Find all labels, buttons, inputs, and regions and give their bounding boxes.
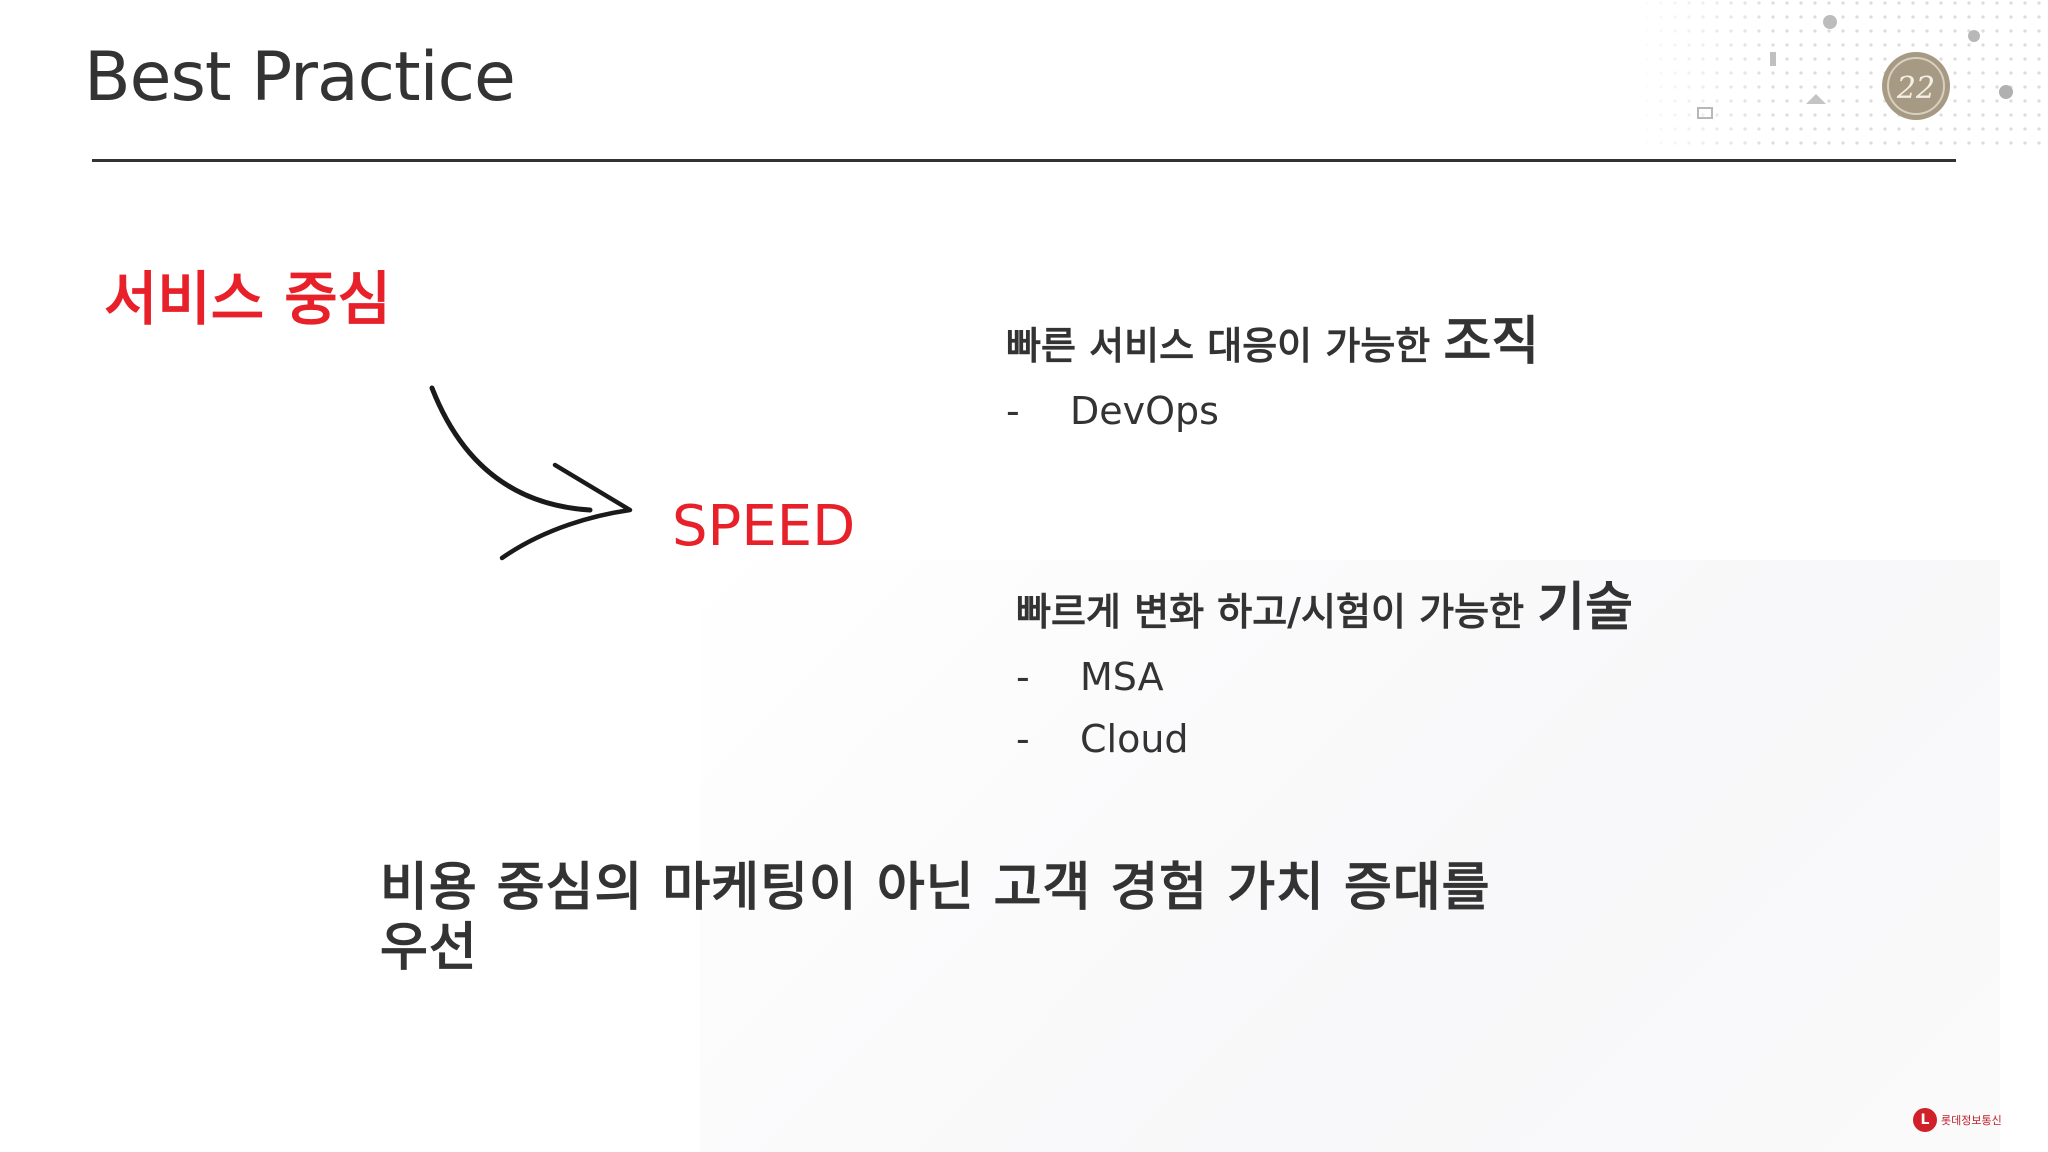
technology-heading: 빠르게 변화 하고/시험이 가능한 기술 xyxy=(1016,582,1633,634)
gear-icon xyxy=(1823,15,1837,29)
organization-heading-emphasis: 조직 xyxy=(1443,312,1540,372)
company-logo: L 롯데정보통신 xyxy=(1913,1108,2002,1132)
bullet-dash: - xyxy=(1016,717,1030,761)
cloud-icon xyxy=(1806,94,1826,104)
dot-icon xyxy=(1968,30,1980,42)
list-item: - DevOps xyxy=(1006,392,1539,430)
organization-heading-text: 빠른 서비스 대응이 가능한 xyxy=(1006,324,1431,368)
curved-arrow-icon xyxy=(429,385,633,561)
service-heading: 서비스 중심 xyxy=(104,265,391,333)
anniversary-badge xyxy=(1882,52,1950,120)
list-item-label: MSA xyxy=(1080,655,1164,699)
conclusion-line-1: 비용 중심의 마케팅이 아닌 고객 경험 가치 증대를 xyxy=(380,858,1491,918)
technology-block: 빠르게 변화 하고/시험이 가능한 기술 - MSA - Cloud xyxy=(1016,582,1633,758)
technology-heading-text: 빠르게 변화 하고/시험이 가능한 xyxy=(1016,590,1525,634)
list-item-label: DevOps xyxy=(1070,389,1219,433)
logo-text: 롯데정보통신 xyxy=(1941,1114,2002,1127)
list-item-label: Cloud xyxy=(1080,717,1189,761)
badge-number: 22 xyxy=(1896,71,1935,106)
title-divider xyxy=(92,159,1956,162)
speed-label: SPEED xyxy=(672,494,856,559)
bullet-dash: - xyxy=(1006,389,1020,433)
conclusion-line-2: 우선 xyxy=(380,918,478,978)
organization-block: 빠른 서비스 대응이 가능한 조직 - DevOps xyxy=(1006,316,1539,430)
technology-heading-emphasis: 기술 xyxy=(1537,578,1633,638)
monitor-icon xyxy=(1697,107,1713,119)
bar-icon xyxy=(1770,52,1776,66)
bullet-dash: - xyxy=(1016,655,1030,699)
list-item: - Cloud xyxy=(1016,720,1633,758)
background-fade xyxy=(700,560,2000,1152)
organization-heading: 빠른 서비스 대응이 가능한 조직 xyxy=(1006,316,1539,368)
conclusion-statement: 비용 중심의 마케팅이 아닌 고객 경험 가치 증대를 우선 xyxy=(380,858,1640,978)
logo-mark-icon: L xyxy=(1913,1108,1937,1132)
slide-title: Best Practice xyxy=(84,38,516,117)
list-item: - MSA xyxy=(1016,658,1633,696)
corner-decoration: 22 xyxy=(1630,0,2048,155)
settings-icon xyxy=(1999,85,2013,99)
